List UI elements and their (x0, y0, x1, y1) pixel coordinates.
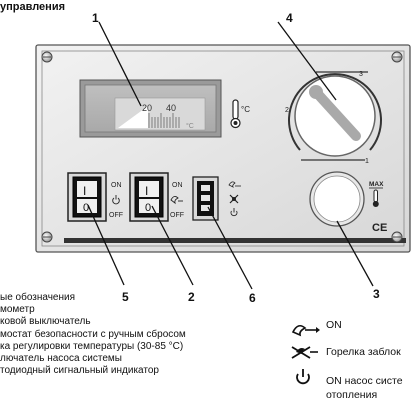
display-scale-right: 40 (166, 103, 176, 113)
thermometer-display: 20 40 °C (79, 79, 222, 138)
legend-list: ые обозначения мометр ковой выключатель … (0, 292, 186, 377)
symbol-legend-blocked: Горелка заблок (326, 346, 401, 358)
display-scale-ticks (148, 113, 180, 128)
display-wedge (118, 106, 148, 128)
callout-1: 1 (92, 11, 99, 25)
power-icon (112, 195, 120, 205)
led-indicator (192, 176, 219, 221)
knob-mark-2: 2 (285, 107, 289, 114)
legend-item-pump-switch: лючатель насоса системы (0, 353, 122, 365)
max-label: MAX (369, 181, 384, 188)
ce-mark: CE (372, 222, 387, 234)
main-switch[interactable] (67, 172, 107, 222)
legend-burner-on-icon (291, 324, 320, 337)
callout-6: 6 (249, 291, 256, 305)
legend-item-led: тодиодный сигнальный индикатор (0, 365, 159, 377)
screw-bottom-left-icon (41, 231, 53, 243)
legend-heading: ые обозначения (0, 292, 76, 303)
thermometer-icon (230, 99, 241, 129)
page-title: управления (0, 1, 66, 13)
main-switch-bottom-mark: 0 (83, 202, 89, 214)
led-burner-on-icon (228, 181, 241, 188)
pump-switch[interactable] (129, 172, 169, 222)
thermo-icon-unit: °C (241, 105, 250, 114)
pump-switch-on-label: ON (172, 182, 183, 189)
panel-bottom-strip (64, 238, 406, 243)
legend-item-temperature-knob: ка регулировки температуры (30-85 °C) (0, 340, 184, 352)
knob-mark-3: 3 (359, 71, 363, 78)
callout-2: 2 (188, 290, 195, 304)
temperature-knob[interactable] (288, 71, 382, 161)
legend-item-safety-thermostat: мостат безопасности с ручным сбросом (0, 328, 186, 340)
main-switch-top-mark: I (83, 184, 86, 198)
burner-flame-icon (170, 195, 183, 205)
symbol-legend-on: ON (326, 319, 342, 331)
legend-burner-blocked-icon (291, 346, 318, 359)
pump-switch-top-mark: I (145, 184, 148, 198)
legend-item-thermometer: мометр (0, 304, 35, 316)
screw-top-right-icon (391, 51, 403, 63)
led-power-icon (230, 208, 238, 217)
main-switch-off-label: OFF (109, 212, 123, 219)
symbol-legend-heating: отопления (326, 389, 378, 401)
knob-mark-1: 1 (365, 158, 369, 165)
main-switch-on-label: ON (111, 182, 122, 189)
callout-5: 5 (122, 290, 129, 304)
screw-top-left-icon (41, 51, 53, 63)
pump-switch-bottom-mark: 0 (145, 202, 151, 214)
symbol-legend-pump-on: ON насос систе (326, 375, 403, 387)
legend-power-icon (296, 369, 310, 385)
pump-switch-off-label: OFF (170, 212, 184, 219)
screw-bottom-right-icon (391, 231, 403, 243)
max-thermometer-icon (372, 189, 379, 207)
led-burner-blocked-icon (229, 194, 239, 204)
display-unit: °C (186, 122, 194, 130)
display-scale-left: 20 (142, 103, 152, 113)
callout-4: 4 (286, 11, 293, 25)
safety-reset-button[interactable] (309, 171, 365, 227)
callout-3: 3 (373, 287, 380, 301)
legend-item-main-switch: ковой выключатель (0, 316, 91, 328)
callout-lines (87, 21, 374, 290)
